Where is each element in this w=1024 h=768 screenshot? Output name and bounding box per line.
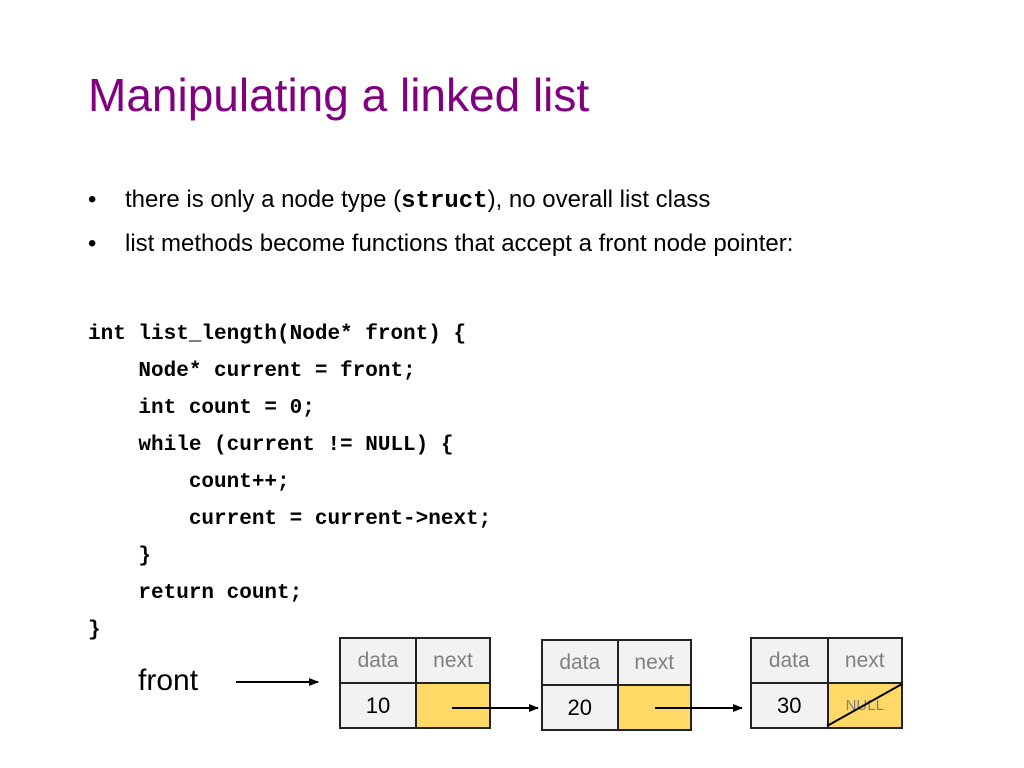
code-line: count++; (88, 471, 290, 494)
list-node: data next 20 (541, 639, 693, 731)
front-pointer-label: front (138, 664, 199, 697)
code-line: } (88, 619, 101, 642)
code-line: int list_length(Node* front) { (88, 323, 467, 346)
bullet-text: ), no overall list class (487, 186, 711, 213)
list-node: data next 10 (338, 637, 491, 729)
data-field-header: data (750, 637, 829, 684)
code-line: return count; (88, 582, 303, 605)
bullet-text: list methods become functions that accep… (125, 230, 794, 257)
node-value: 20 (541, 684, 619, 731)
data-field-header: data (541, 639, 619, 686)
code-line: current = current->next; (88, 508, 492, 531)
node-value: 10 (338, 682, 418, 729)
code-line: } (88, 545, 152, 568)
code-block: int list_length(Node* front) { Node* cur… (88, 316, 491, 649)
bullet-text: there is only a node type ( (125, 186, 402, 213)
data-field-header: data (338, 637, 418, 684)
bullet-marker: • (88, 186, 97, 213)
null-slash (826, 683, 903, 727)
bullet-item: • list methods become functions that acce… (88, 230, 793, 258)
next-pointer-cell (415, 682, 491, 729)
slide-title: Manipulating a linked list (88, 69, 590, 121)
next-field-header: next (616, 639, 693, 686)
bullet-marker: • (88, 230, 97, 257)
node-value: 30 (750, 682, 829, 729)
code-line: int count = 0; (88, 397, 315, 420)
code-line: Node* current = front; (88, 360, 416, 383)
bullet-code: struct (401, 188, 488, 215)
next-field-header: next (415, 637, 491, 684)
bullet-item: • there is only a node type (struct), no … (88, 186, 710, 215)
next-field-header: next (826, 637, 904, 684)
code-line: while (current != NULL) { (88, 434, 454, 457)
